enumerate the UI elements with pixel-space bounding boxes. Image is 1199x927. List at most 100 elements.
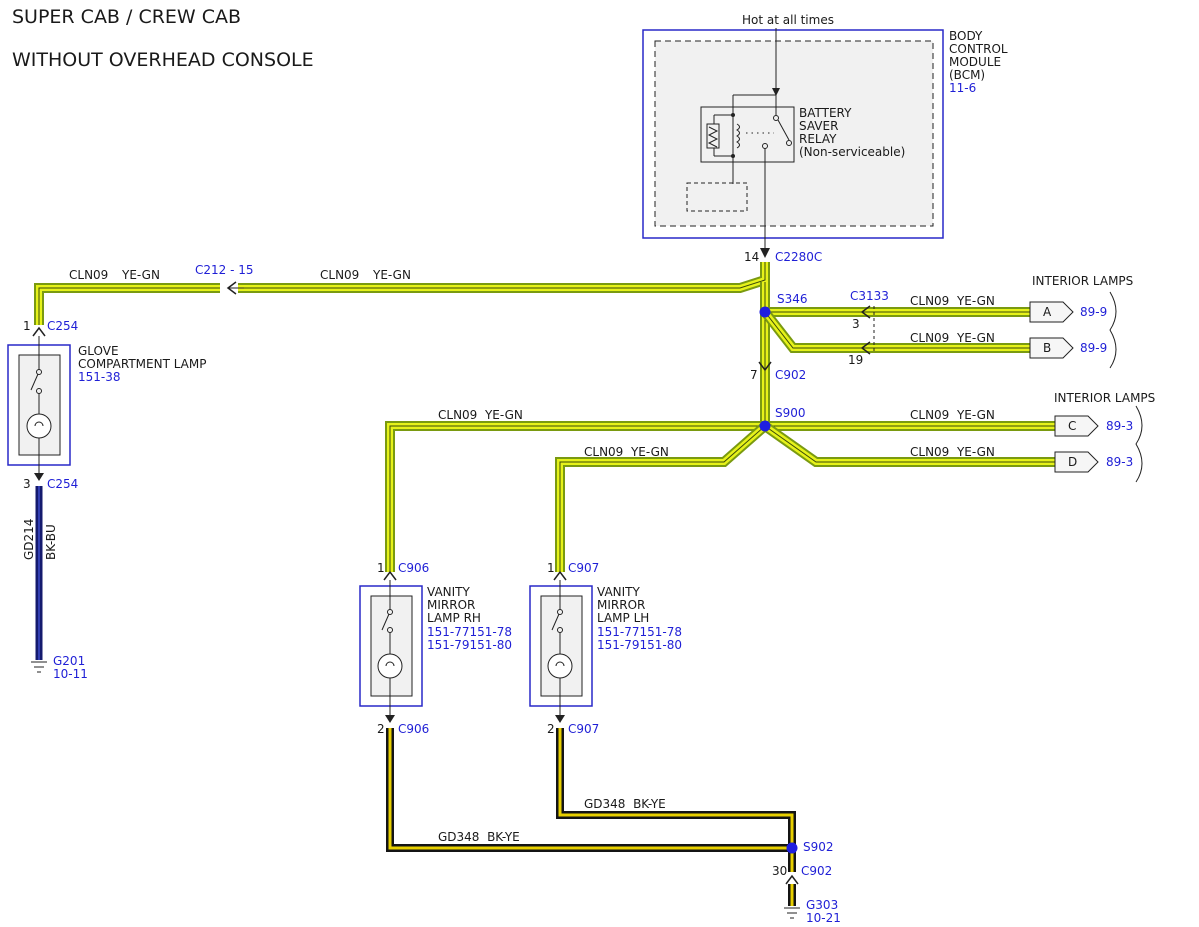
c254-bottom-arrow-icon [34,473,44,481]
ground-g201-ref: 10-11 [53,667,88,681]
c3133-pin-b: 19 [848,353,863,367]
vanity-lh-bulb-icon [547,653,573,679]
relay-coil-resistor [706,123,720,149]
splice-s902 [786,842,798,854]
splice-s346-label: S346 [777,292,808,306]
ground-wires [35,486,796,906]
c2280c-connector: C2280C [775,250,822,264]
bcm-supply-label: Hot at all times [742,13,834,27]
wire-cln09-lamp-d [762,421,1055,467]
bcm-name-line-1: BODY [949,29,983,43]
interior-lamps-2-bracket [1135,405,1143,483]
vanity-rh-name-line-3: LAMP RH [427,611,481,625]
off-page-connector-c-ref: 89-3 [1106,419,1133,433]
glove-lamp-bottom-pin: 3 [23,477,31,491]
wire-label-lamp-b: CLN09 YE-GN [910,331,995,345]
wire-label-lamp-a: CLN09 YE-GN [910,294,995,308]
glove-lamp-bulb-icon [26,413,52,439]
wire-label-vanity-rh: CLN09 YE-GN [438,408,523,422]
diagram-title-line-2: WITHOUT OVERHEAD CONSOLE [12,49,314,71]
wire-label-glove-ye-gn: YE-GN [121,268,160,282]
diagram-title-line-1: SUPER CAB / CREW CAB [12,6,241,28]
c906-bottom-arrow-icon [385,715,395,723]
vanity-lh-switch-icon [551,613,560,631]
interior-lamps-1-heading: INTERIOR LAMPS [1032,274,1133,288]
ground-g303-ref: 10-21 [806,911,841,925]
vanity-lh-top-pin: 1 [547,561,555,575]
wire-cln09-lamp-b [761,308,1030,353]
vanity-lh-name-line-2: MIRROR [597,598,645,612]
off-page-connector-b [1029,337,1074,359]
vanity-lh-bottom-pin: 2 [547,722,555,736]
vanity-rh-switch-icon [381,613,390,631]
wire-cln09-glove [34,262,770,325]
bcm-name-line-4: (BCM) [949,68,985,82]
off-page-connector-a [1029,301,1074,323]
interior-lamps-group-2: INTERIOR LAMPS C 89-3 D 89-3 [1054,391,1155,483]
body-control-module: Hot at all times BODY CONTROL MODULE (BC… [642,13,1008,264]
glove-lamp-bottom-conn: C254 [47,477,78,491]
wire-label-main-cln09: CLN09 [320,268,359,282]
c212-inline-connector: C212 - 15 [195,263,254,295]
relay-coil-icon [736,123,740,149]
glove-lamp-name-line-1: GLOVE [78,344,119,358]
c902-upper-pin: 7 [750,368,758,382]
c3133-name: C3133 [850,289,889,303]
vanity-rh-top-pin: 1 [377,561,385,575]
vanity-lh-bottom-conn: C907 [568,722,599,736]
vanity-lh-top-conn: C907 [568,561,599,575]
c3133-connector: C3133 3 19 [848,289,889,367]
c902-upper-arrow-icon [758,361,772,372]
bcm-name-line-3: MODULE [949,55,1001,69]
glove-lamp-top-pin: 1 [23,319,31,333]
c3133-pin-a: 3 [852,317,860,331]
interior-lamps-1-bracket [1109,291,1117,369]
wire-gd348-rh [386,728,792,852]
c907-top-arrow-icon [553,570,567,581]
glove-lamp-name-line-2: COMPARTMENT LAMP [78,357,206,371]
vanity-rh-bulb-icon [377,653,403,679]
vanity-rh-bottom-conn: C906 [398,722,429,736]
splice-s900 [759,420,771,432]
ground-g303-name: G303 [806,898,838,912]
wire-cln09-vanity-rh [385,421,765,572]
wire-label-lamp-c: CLN09 YE-GN [910,408,995,422]
c902-lower-arrow-icon [785,874,799,885]
vanity-rh-bottom-pin: 2 [377,722,385,736]
vanity-mirror-lamp-rh: 1 C906 2 C906 VANITY MIRROR LAMP RH 151-… [359,561,512,736]
glove-compartment-lamp: 1 C254 3 C254 GLOVE COMPARTMENT LAMP 151… [7,319,206,491]
bcm-name-line-2: CONTROL [949,42,1008,56]
battery-saver-relay [686,94,795,250]
wire-label-gd348-rh: GD348 BK-YE [438,830,520,844]
wire-label-main-ye-gn: YE-GN [372,268,411,282]
splice-s346 [759,306,771,318]
off-page-connector-d-letter: D [1068,455,1077,469]
wire-label-lamp-d: CLN09 YE-GN [910,445,995,459]
off-page-connector-c [1054,415,1099,437]
c902-lower-connector: 30 C902 [772,864,832,885]
bcm-ref: 11-6 [949,81,976,95]
relay-name-line-4: (Non-serviceable) [799,145,905,159]
vanity-lh-name-line-1: VANITY [597,585,640,599]
wire-label-glove-cln09: CLN09 [69,268,108,282]
c906-top-arrow-icon [383,570,397,581]
wire-label-gd214: GD214 [22,519,36,560]
relay-name-line-2: SAVER [799,119,838,133]
bcm-internal-circuit [686,182,748,212]
off-page-connector-b-ref: 89-9 [1080,341,1107,355]
ground-g303: G303 10-21 [784,898,841,925]
c902-lower-name: C902 [801,864,832,878]
c254-top-arrow-icon [32,326,46,337]
relay-name-line-3: RELAY [799,132,837,146]
off-page-connector-a-ref: 89-9 [1080,305,1107,319]
vanity-lh-ref-line-1: 151-77151-78 [597,625,682,639]
c902-upper-connector: 7 C902 [750,361,806,382]
vanity-rh-ref-line-2: 151-79151-80 [427,638,512,652]
vanity-mirror-lamp-lh: 1 C907 2 C907 VANITY MIRROR LAMP LH 151-… [529,561,682,736]
wire-gd348-lh [556,728,796,848]
vanity-rh-name-line-1: VANITY [427,585,470,599]
off-page-connector-d [1054,451,1099,473]
glove-lamp-switch-icon [30,373,39,391]
wire-label-gd348-lh: GD348 BK-YE [584,797,666,811]
